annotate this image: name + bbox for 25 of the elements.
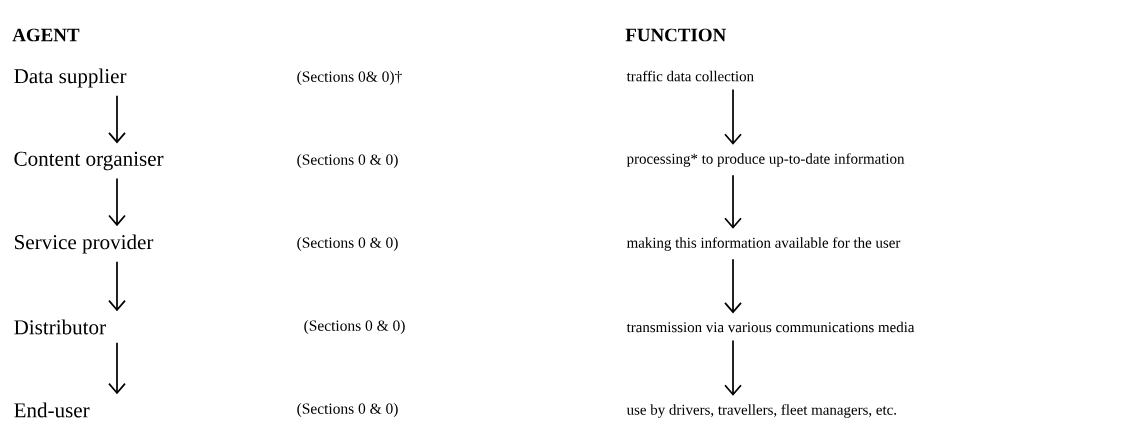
section-reference: (Sections 0& 0)†: [297, 71, 402, 85]
function-label: transmission via various communications media: [626, 321, 915, 333]
arrow: [108, 94, 126, 144]
arrow: [108, 341, 126, 395]
section-reference: (Sections 0 & 0): [297, 237, 398, 252]
section-reference: (Sections 0 & 0): [297, 403, 398, 418]
agent-label: Content organiser: [14, 151, 164, 171]
agent-label: Distributor: [14, 319, 106, 335]
agent-label: Service provider: [15, 234, 154, 254]
function-label: traffic data collection: [626, 70, 754, 82]
section-reference: (Sections 0 & 0): [304, 320, 405, 335]
arrow: [724, 258, 742, 314]
arrow: [724, 88, 742, 145]
column-heading: FUNCTION: [625, 28, 726, 42]
function-label: use by drivers, travellers, fleet managers, etc.: [626, 404, 896, 418]
arrow: [724, 174, 742, 229]
arrow: [108, 177, 126, 227]
column-heading: AGENT: [12, 28, 80, 42]
arrow: [108, 260, 126, 312]
function-label: making this information available for the user: [626, 237, 901, 251]
function-label: processing* to produce up-to-date information: [626, 153, 905, 167]
agent-label: End-user: [14, 402, 90, 418]
arrow: [724, 339, 742, 396]
section-reference: (Sections 0 & 0): [297, 154, 398, 169]
agent-label: Data supplier: [14, 68, 127, 88]
